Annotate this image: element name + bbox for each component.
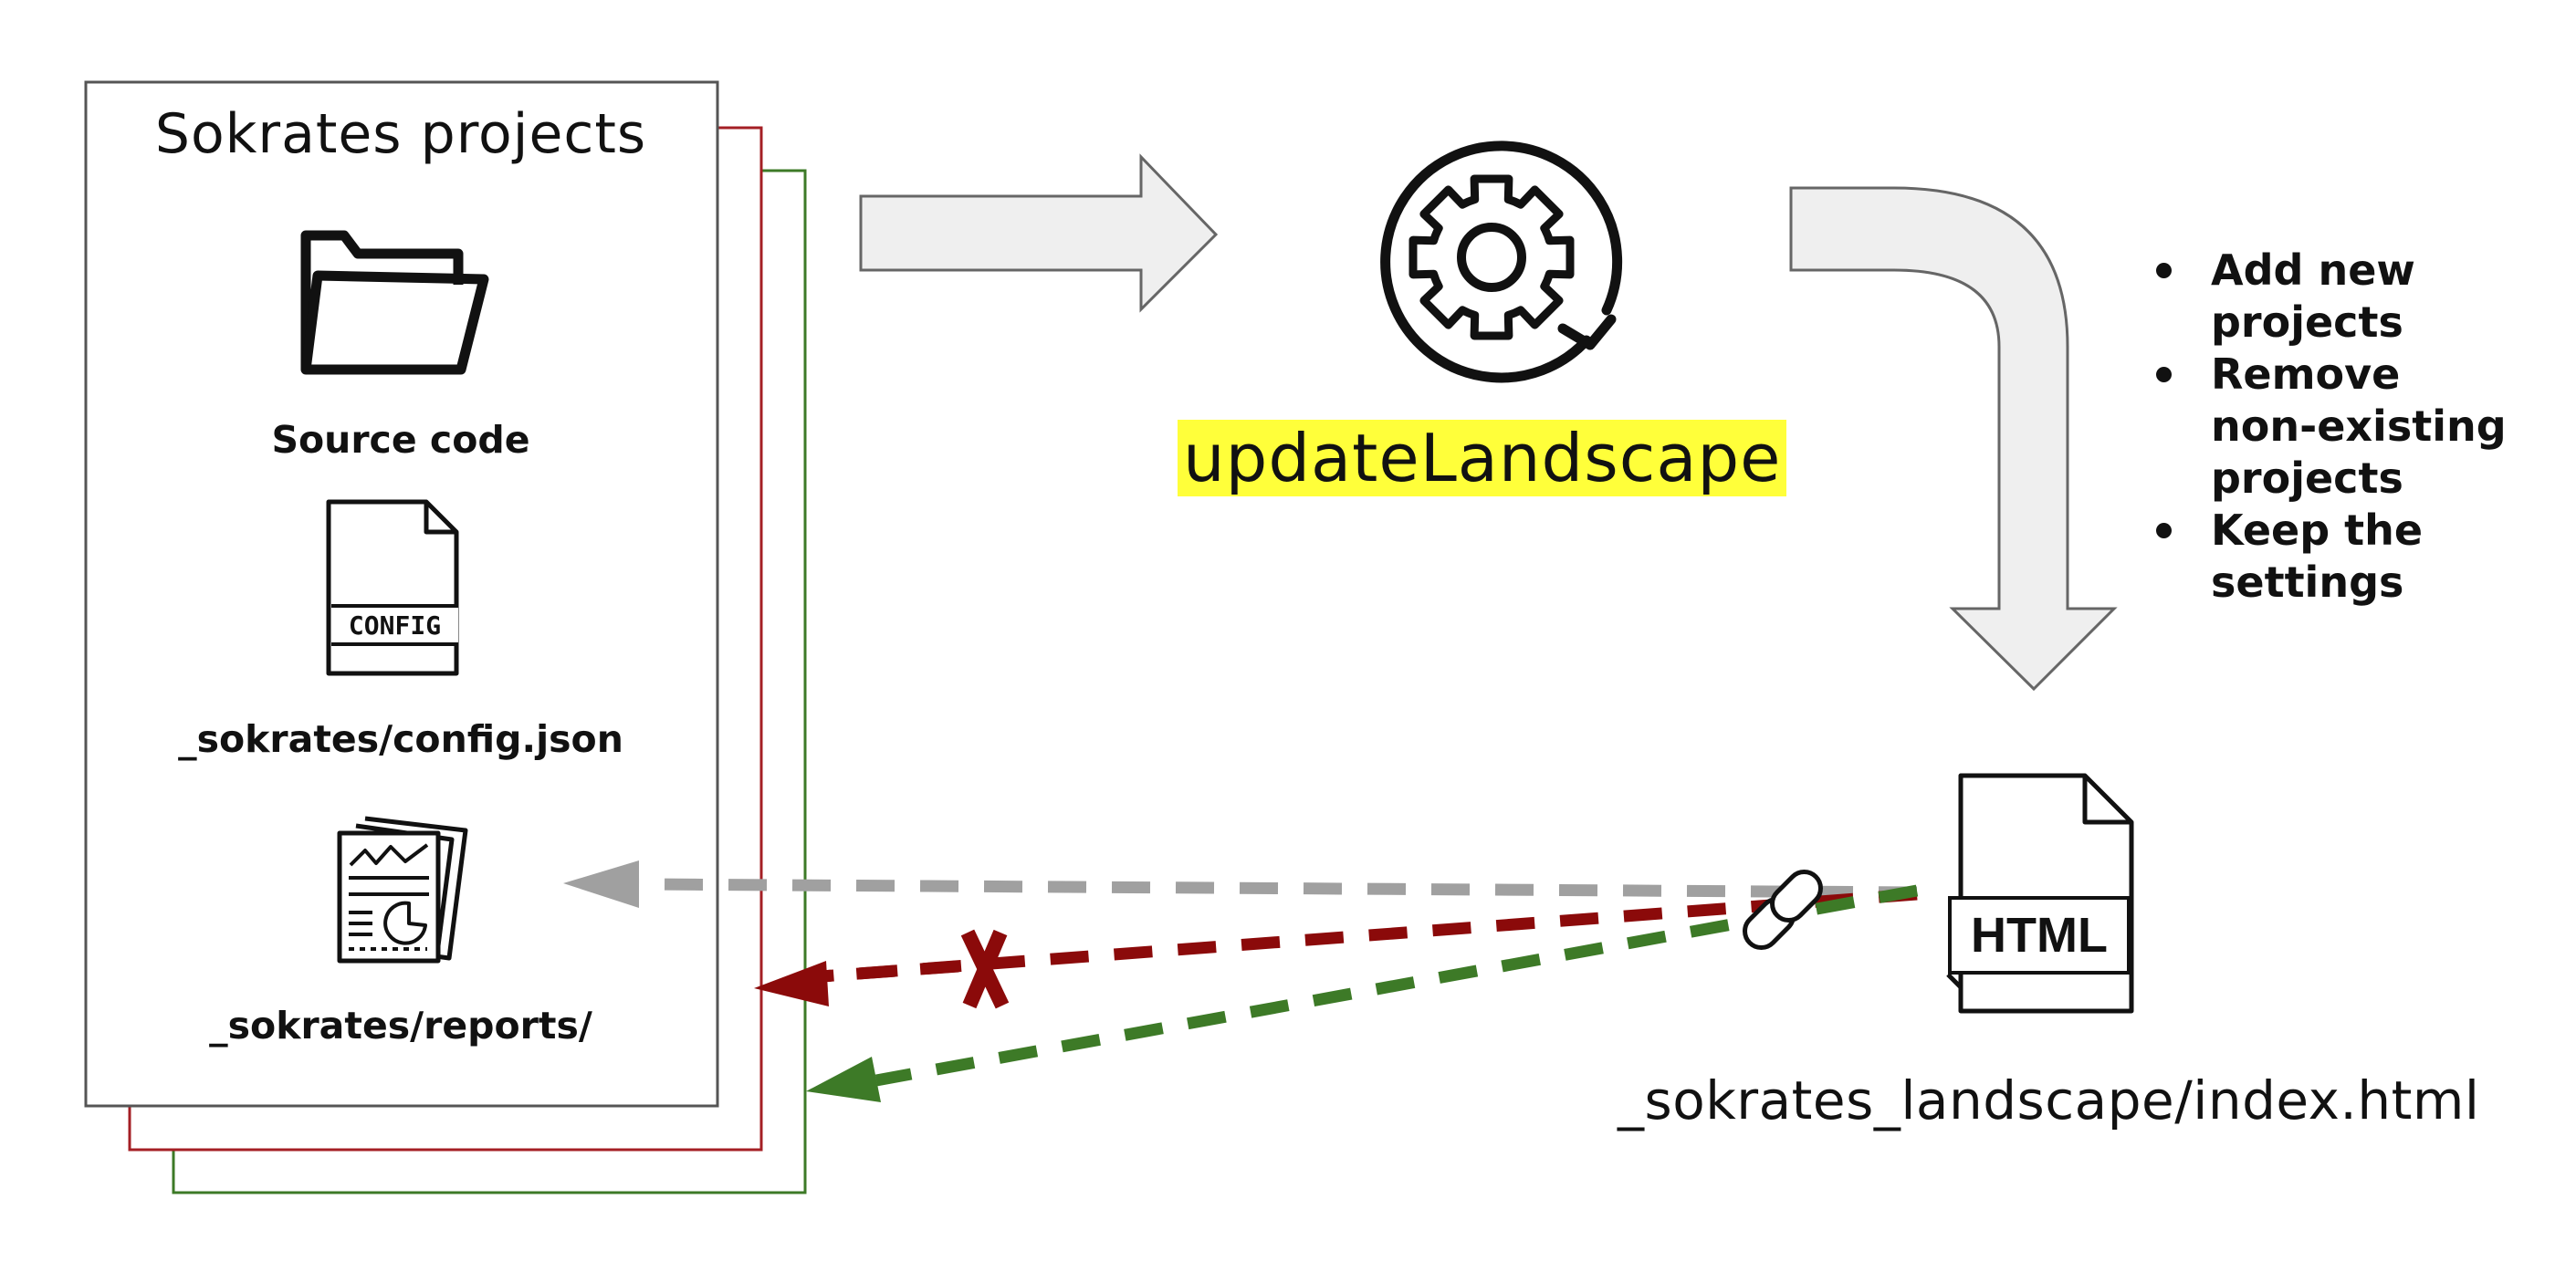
gear-teeth <box>1408 174 1575 340</box>
feature-text: Add new projects <box>2211 245 2415 347</box>
flow-arrow-to-tool <box>859 153 1219 313</box>
html-icon-text: HTML <box>1948 896 2131 975</box>
link-to-new-project <box>806 884 1919 1102</box>
config-icon-text: CONFIG <box>331 604 458 646</box>
config-file-icon <box>326 499 459 676</box>
link-to-removed-project <box>754 888 1918 1006</box>
reports-icon <box>337 816 468 964</box>
removed-link-x-mark <box>960 929 1010 1009</box>
reports-folder-label: _sokrates/reports/ <box>209 1004 592 1048</box>
projects-title: Sokrates projects <box>154 102 647 166</box>
chain-link-icon <box>1743 870 1823 950</box>
tool-name: updateLandscape <box>1178 420 1787 496</box>
feature-text: Remove non-existing projects <box>2211 349 2507 503</box>
output-file-label: _sokrates_landscape/index.html <box>1618 1069 2480 1131</box>
config-file-label: _sokrates/config.json <box>178 717 623 761</box>
source-code-label: Source code <box>271 418 530 462</box>
feature-item: Add new projects <box>2156 245 2512 349</box>
gear-cycle-icon <box>1380 141 1623 383</box>
html-file-icon <box>1946 773 2134 1014</box>
feature-list: Add new projects Remove non-existing pro… <box>2156 245 2512 609</box>
flow-arrow-to-output <box>1789 186 2118 692</box>
link-to-reports <box>563 860 1918 908</box>
feature-text: Keep the settings <box>2211 506 2424 607</box>
folder-icon <box>300 230 489 375</box>
feature-item: Remove non-existing projects <box>2156 349 2512 505</box>
feature-item: Keep the settings <box>2156 505 2512 609</box>
